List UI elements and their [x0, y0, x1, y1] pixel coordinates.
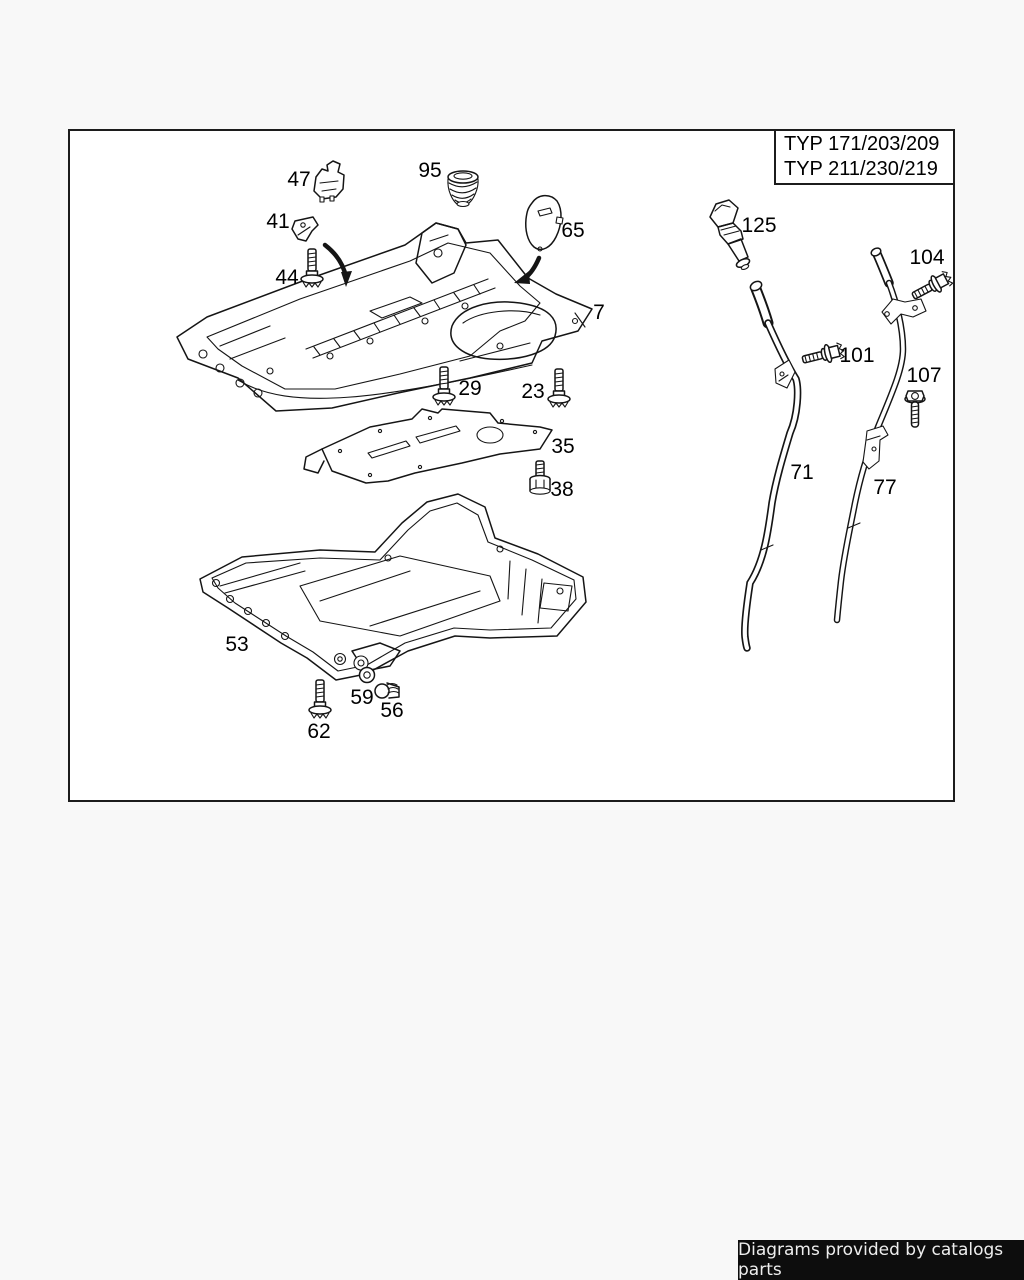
typ-line-2: TYP 211/230/219: [784, 158, 938, 180]
typ-label-box: TYP 171/203/209 TYP 211/230/219: [774, 129, 955, 185]
part-label-7: 7: [593, 301, 605, 324]
clip-47-drawing: [313, 160, 345, 203]
plug-95-drawing: [447, 170, 479, 208]
bolt-107-drawing: [904, 390, 926, 428]
bracket-41-drawing: [291, 216, 319, 242]
guide-tube-77-drawing: [833, 247, 927, 624]
part-label-101: 101: [839, 344, 874, 367]
part-label-47: 47: [287, 168, 310, 191]
lower-oil-pan-drawing: [199, 493, 587, 681]
part-label-59: 59: [350, 686, 373, 709]
part-label-35: 35: [551, 435, 574, 458]
bolt-104-drawing: [908, 267, 953, 305]
part-label-125: 125: [741, 214, 776, 237]
upper-oil-pan-drawing: [176, 222, 593, 412]
oil-level-sensor-125-drawing: [709, 199, 751, 270]
part-label-53: 53: [225, 633, 248, 656]
drain-plug-56-drawing: [374, 682, 400, 699]
bolt-38-drawing: [529, 460, 551, 495]
part-label-65: 65: [561, 219, 584, 242]
part-label-44: 44: [275, 266, 299, 289]
part-label-104: 104: [909, 246, 944, 269]
arrow-41: [322, 242, 352, 287]
part-label-62: 62: [307, 720, 330, 743]
parts-diagram: 47 95 41 44 65 7 29 23 35 38 53 59 56 62…: [176, 159, 953, 743]
part-label-38: 38: [550, 478, 573, 501]
bolt-29-drawing: [432, 366, 456, 406]
bolt-44-drawing: [300, 248, 324, 288]
gasket-65-drawing: [514, 194, 564, 284]
footer-credit-text: Diagrams provided by catalogs parts: [738, 1240, 1004, 1280]
seal-ring-59-drawing: [358, 666, 376, 684]
baffle-plate-35-drawing: [303, 408, 553, 484]
bolt-62-drawing: [308, 679, 332, 719]
part-label-107: 107: [906, 364, 941, 387]
part-label-41: 41: [266, 210, 289, 233]
part-label-56: 56: [380, 699, 403, 722]
part-label-23: 23: [521, 380, 544, 403]
bolt-23-drawing: [547, 368, 571, 408]
part-label-95: 95: [418, 159, 441, 182]
footer-credit-bar: Diagrams provided by catalogs parts: [738, 1240, 1024, 1280]
guide-tube-71-drawing: [741, 280, 802, 652]
part-label-29: 29: [458, 377, 481, 400]
part-label-77: 77: [873, 476, 896, 499]
diagram-frame: 47 95 41 44 65 7 29 23 35 38 53 59 56 62…: [68, 129, 955, 802]
typ-line-1: TYP 171/203/209: [784, 133, 940, 155]
part-labels: 47 95 41 44 65 7 29 23 35 38 53 59 56 62…: [225, 159, 945, 743]
part-label-71: 71: [790, 461, 813, 484]
